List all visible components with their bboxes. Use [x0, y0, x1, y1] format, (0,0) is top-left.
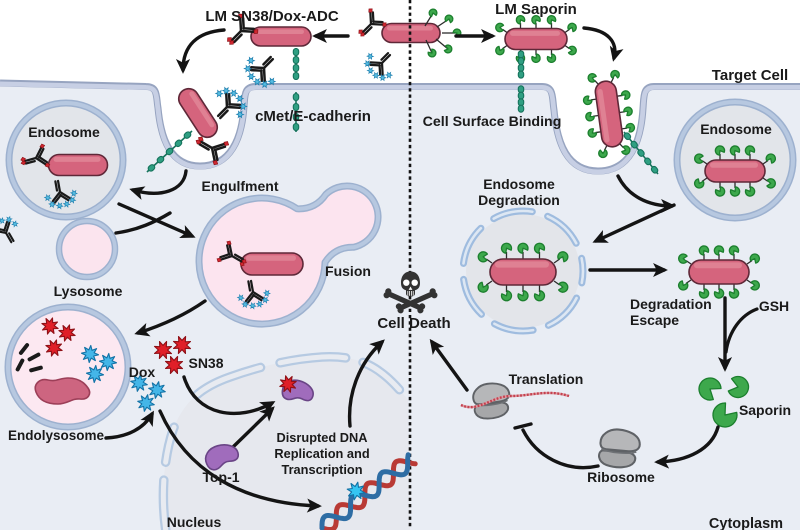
svg-text:Engulfment: Engulfment	[202, 178, 279, 194]
svg-text:SN38: SN38	[188, 355, 223, 371]
svg-text:Ribosome: Ribosome	[587, 469, 655, 485]
svg-text:GSH: GSH	[759, 298, 789, 314]
svg-text:Dox: Dox	[129, 364, 156, 380]
svg-text:Escape: Escape	[630, 312, 679, 328]
svg-text:Endosome: Endosome	[483, 176, 555, 192]
svg-text:LM SN38/Dox-ADC: LM SN38/Dox-ADC	[205, 8, 339, 25]
svg-text:Target Cell: Target Cell	[712, 67, 788, 84]
svg-text:Lysosome: Lysosome	[54, 283, 123, 299]
svg-text:Endolysosome: Endolysosome	[8, 428, 105, 443]
svg-text:Endosome: Endosome	[28, 124, 100, 140]
svg-text:Transcription: Transcription	[281, 462, 362, 477]
svg-text:Top-1: Top-1	[202, 469, 239, 485]
svg-text:Cytoplasm: Cytoplasm	[709, 516, 783, 530]
svg-text:Disrupted DNA: Disrupted DNA	[276, 430, 367, 445]
svg-text:Degradation: Degradation	[478, 192, 560, 208]
svg-text:LM Saporin: LM Saporin	[495, 1, 577, 18]
svg-text:Fusion: Fusion	[325, 263, 371, 279]
svg-text:Nucleus: Nucleus	[167, 514, 222, 530]
svg-text:Replication and: Replication and	[274, 446, 369, 461]
svg-text:Degradation: Degradation	[630, 296, 712, 312]
svg-text:Cell Surface Binding: Cell Surface Binding	[423, 114, 562, 130]
svg-text:Cell Death: Cell Death	[377, 315, 450, 332]
svg-text:Translation: Translation	[509, 371, 584, 387]
svg-text:cMet/E-cadherin: cMet/E-cadherin	[255, 108, 371, 125]
svg-text:Endosome: Endosome	[700, 121, 772, 137]
svg-text:Saporin: Saporin	[739, 402, 791, 418]
